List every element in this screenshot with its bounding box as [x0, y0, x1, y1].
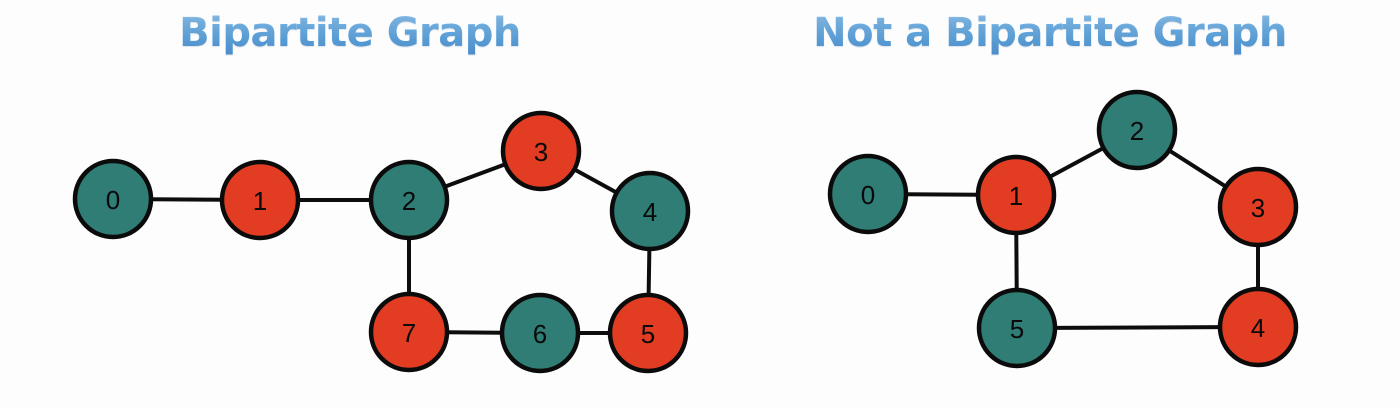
node-circle[interactable]: [976, 287, 1058, 369]
graph-edge: [441, 161, 509, 190]
node-circle[interactable]: [499, 292, 581, 374]
graph-node[interactable]: 0: [827, 153, 909, 235]
not-bipartite-graph-panel: Not a Bipartite Graph 0 1 2 3 4 5: [700, 0, 1400, 409]
panel-title-not-bipartite: Not a Bipartite Graph: [700, 8, 1400, 58]
graph-node[interactable]: 6: [499, 292, 581, 374]
node-label: 4: [643, 197, 657, 227]
node-circle[interactable]: [827, 153, 909, 235]
node-label: 7: [402, 318, 416, 348]
node-circle[interactable]: [1217, 166, 1299, 248]
node-circle[interactable]: [500, 110, 582, 192]
graph-edge: [1051, 325, 1224, 330]
graph-node[interactable]: 5: [976, 287, 1058, 369]
graph-edge: [902, 192, 982, 197]
graph-node[interactable]: 3: [1217, 166, 1299, 248]
node-label: 5: [641, 319, 655, 349]
graph-node[interactable]: 5: [607, 292, 689, 374]
graph-edge: [1046, 145, 1107, 180]
not-bipartite-graph-figure: 0 1 2 3 4 5: [827, 89, 1299, 369]
node-label: 3: [534, 137, 548, 167]
node-group: 0 1 2 3 4 5: [827, 89, 1299, 369]
graph-node[interactable]: 1: [975, 154, 1057, 236]
node-circle[interactable]: [975, 154, 1057, 236]
node-circle[interactable]: [607, 292, 689, 374]
node-circle[interactable]: [1217, 286, 1299, 368]
node-circle[interactable]: [368, 291, 450, 373]
graph-node[interactable]: 1: [219, 159, 301, 241]
panel-title-bipartite: Bipartite Graph: [0, 8, 700, 58]
graph-node[interactable]: 7: [368, 291, 450, 373]
node-circle[interactable]: [609, 170, 691, 252]
node-label: 4: [1251, 313, 1265, 343]
bipartite-graph-figure: 0 1 2 3 4 5 6 7: [72, 110, 691, 374]
node-label: 0: [106, 185, 120, 215]
node-label: 0: [861, 180, 875, 210]
node-label: 1: [1009, 181, 1023, 211]
node-label: 3: [1251, 193, 1265, 223]
node-group: 0 1 2 3 4 5 6 7: [72, 110, 691, 374]
graph-node[interactable]: 4: [609, 170, 691, 252]
edge-group: [147, 161, 652, 335]
graph-edge: [1166, 147, 1229, 190]
node-label: 2: [1130, 116, 1144, 146]
graph-node[interactable]: 4: [1217, 286, 1299, 368]
graph-node[interactable]: 0: [72, 158, 154, 240]
node-circle[interactable]: [72, 158, 154, 240]
node-label: 5: [1010, 314, 1024, 344]
node-circle[interactable]: [219, 159, 301, 241]
node-circle[interactable]: [1096, 89, 1178, 171]
node-label: 6: [533, 319, 547, 349]
graph-edge: [571, 166, 620, 196]
graph-node[interactable]: 2: [1096, 89, 1178, 171]
graph-node[interactable]: 2: [368, 159, 450, 241]
bipartite-graph-panel: Bipartite Graph 0 1 2 3 4 5 6 7: [0, 8, 700, 374]
edge-group: [902, 145, 1260, 330]
node-label: 2: [402, 186, 416, 216]
graph-node[interactable]: 3: [500, 110, 582, 192]
node-label: 1: [253, 186, 267, 216]
node-circle[interactable]: [368, 159, 450, 241]
graph-edge: [646, 245, 652, 299]
